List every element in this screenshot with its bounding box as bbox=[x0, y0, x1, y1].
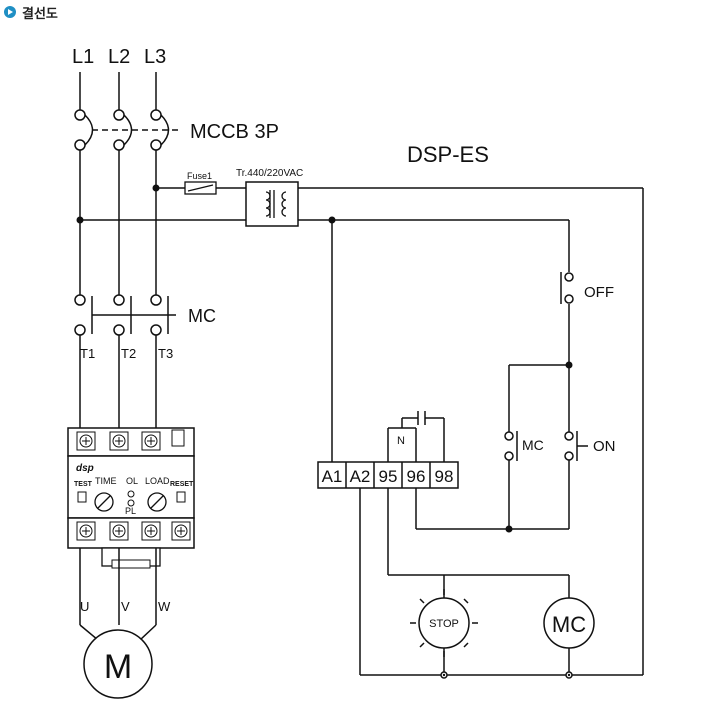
aux-n-label: N bbox=[397, 435, 405, 447]
test-button-icon bbox=[77, 491, 87, 503]
motor-leads bbox=[79, 548, 157, 641]
terminal-t3: T3 bbox=[158, 346, 173, 361]
label-l3: L3 bbox=[144, 46, 166, 68]
mccb-label: MCCB 3P bbox=[190, 121, 279, 143]
mc-coil-label: MC bbox=[552, 612, 586, 637]
label-l2: L2 bbox=[108, 46, 130, 68]
relay-bottom-screws bbox=[76, 521, 191, 541]
motor-terminal-v: V bbox=[121, 599, 130, 614]
relay-pl-label: PL bbox=[125, 506, 136, 516]
stop-lamp-label: STOP bbox=[429, 618, 459, 630]
mc-label: MC bbox=[188, 306, 216, 326]
mc-aux-contact: MC bbox=[504, 431, 544, 461]
motor-terminal-w: W bbox=[158, 599, 171, 614]
relay-ol-label: OL bbox=[126, 476, 138, 486]
motor-label: M bbox=[104, 648, 132, 686]
mc-contactor: MC bbox=[74, 294, 216, 428]
relay-test-label: TEST bbox=[74, 481, 93, 488]
mc-coil: MC bbox=[543, 597, 595, 649]
on-label: ON bbox=[593, 438, 616, 455]
off-label: OFF bbox=[584, 284, 614, 301]
overload-relay: dsp TEST TIME OL LOAD RESET PL bbox=[67, 427, 195, 569]
motor-terminal-u: U bbox=[80, 599, 89, 614]
bus-lines bbox=[79, 150, 157, 295]
mccb-breaker: MCCB 3P bbox=[74, 109, 279, 151]
relay-top-screws bbox=[76, 429, 185, 451]
section-header: 결선도 bbox=[4, 3, 58, 22]
section-title: 결선도 bbox=[22, 6, 58, 22]
relay-brand: dsp bbox=[76, 463, 94, 474]
transformer-label: Tr.440/220VAC bbox=[236, 168, 303, 179]
transformer-symbol: Tr.440/220VAC bbox=[236, 168, 303, 227]
pl-led-icon bbox=[127, 499, 135, 507]
terminal-t1: T1 bbox=[80, 346, 95, 361]
fuse-symbol: Fuse1 bbox=[184, 171, 217, 195]
feed-lines bbox=[79, 72, 157, 110]
on-switch: ON bbox=[564, 431, 616, 461]
ol-led-icon bbox=[127, 490, 135, 498]
bullet-arrow-icon bbox=[4, 6, 16, 18]
terminal-t2: T2 bbox=[121, 346, 136, 361]
control-wiring bbox=[80, 187, 644, 676]
relay-load-label: LOAD bbox=[145, 476, 170, 486]
off-switch: OFF bbox=[560, 272, 614, 304]
terminal-a2: A2 bbox=[350, 467, 371, 486]
terminal-95: 95 bbox=[379, 467, 398, 486]
relay-time-label: TIME bbox=[95, 476, 117, 486]
reset-button-icon bbox=[176, 491, 186, 503]
fuse-label: Fuse1 bbox=[187, 171, 212, 181]
bottom-junctions bbox=[440, 361, 573, 679]
stop-lamp: STOP bbox=[410, 589, 478, 657]
terminal-98: 98 bbox=[435, 467, 454, 486]
mc-aux-label: MC bbox=[522, 437, 544, 453]
terminal-block: A1 A2 95 96 98 bbox=[317, 461, 459, 489]
label-l1: L1 bbox=[72, 46, 94, 68]
terminal-a1: A1 bbox=[322, 467, 343, 486]
relay-reset-label: RESET bbox=[170, 481, 194, 488]
motor-icon bbox=[83, 629, 153, 699]
terminal-96: 96 bbox=[407, 467, 426, 486]
product-label: DSP-ES bbox=[407, 142, 489, 167]
